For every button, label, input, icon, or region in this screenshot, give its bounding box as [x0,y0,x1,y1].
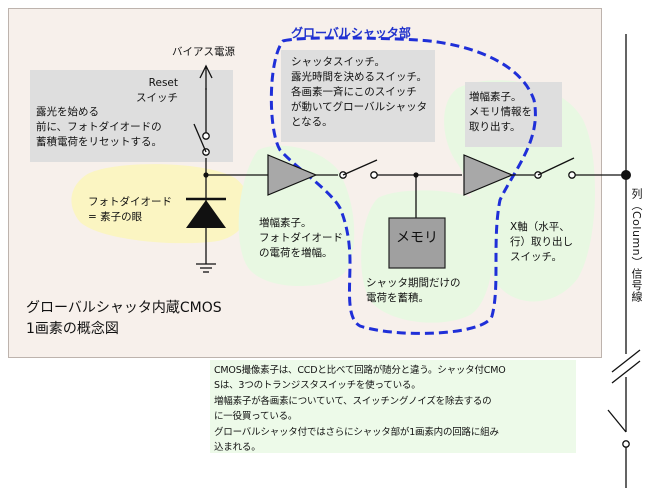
column-switch-icon [607,409,630,448]
photodiode-label: フォトダイオード = 素子の眼 [88,196,172,223]
explanation-note: CMOS撮像素子は、CCDと比べて回路が随分と違う。シャッタ付CMO Sは、3つ… [210,360,576,453]
amp2-note-box [465,82,562,147]
bias-arrow-icon [199,64,213,90]
figure-title: グローバルシャッタ内蔵CMOS 1画素の概念図 [26,300,222,337]
junction-dot [203,172,209,178]
memory-block [388,217,446,269]
photodiode-icon [186,197,226,228]
amp1-description: 増幅素子。 フォトダイオード の電荷を増幅。 [259,217,343,259]
memory-label: メモリ [396,230,438,246]
global-shutter-boundary [269,36,537,335]
reset-switch-icon [193,123,210,156]
junction-dot [413,172,419,178]
reset-description: 露光を始める 前に、フォトダイオードの 蓄積電荷をリセットする。 [36,106,162,148]
line-break-icon [611,349,641,384]
amp2-description: 増幅素子。 メモリ情報を 取り出す。 [469,91,532,133]
x-switch-description: X軸（水平、 行）取り出し スイッチ。 [510,221,573,263]
amplifier1-icon [267,154,318,196]
reset-note-box [30,70,233,162]
shutter-note-box [281,50,435,142]
shutter-switch-icon [339,159,378,179]
column-junction-dot [621,170,631,180]
bias-power-label: バイアス電源 [172,46,235,58]
column-line-label: 列（Column）信号線 [630,188,643,303]
global-shutter-label: グローバルシャッタ部 [291,26,411,40]
x-switch-icon [534,157,576,179]
amplifier2-icon [463,154,514,196]
shutter-switch-description: シャッタスイッチ。 露光時間を決めるスイッチ。 各画素一斉にこのスイッチ が動い… [291,56,428,128]
memory-description: シャッタ期間だけの 電荷を蓄積。 [366,277,461,304]
reset-switch-label: Reset スイッチ [136,77,178,104]
